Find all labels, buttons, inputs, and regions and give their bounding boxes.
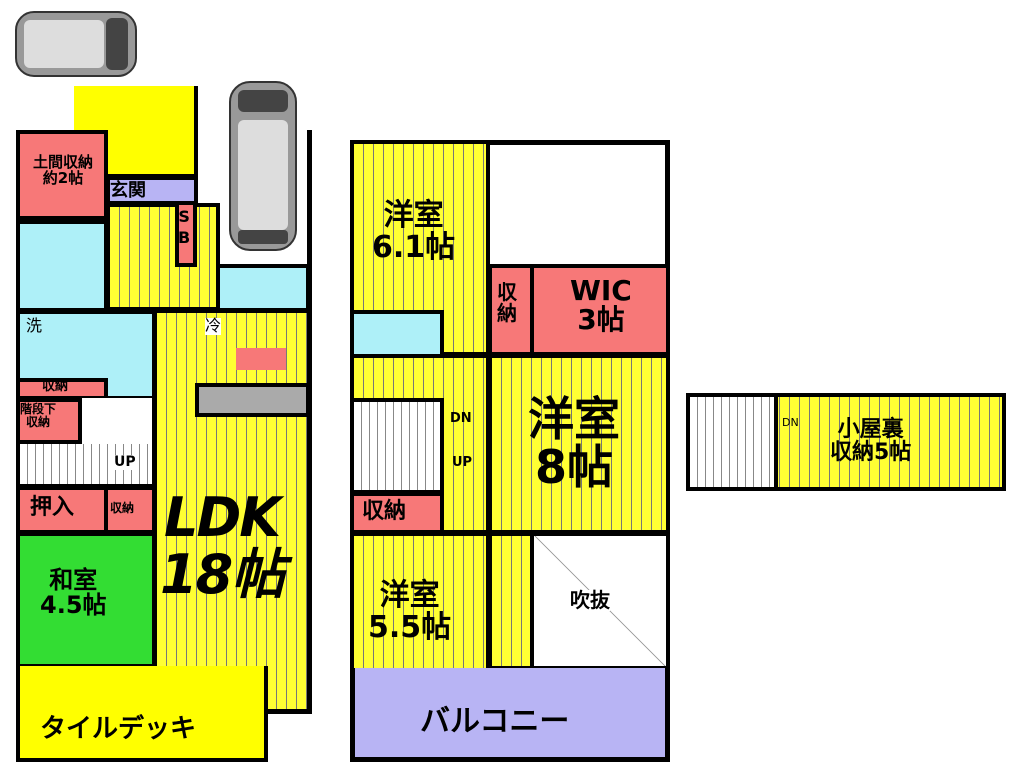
shoe-box xyxy=(175,201,197,267)
storage-2f-label: 収納 xyxy=(362,499,407,524)
under-stairs-storage xyxy=(16,398,82,444)
ldk-label: LDK 18帖 xyxy=(160,486,285,606)
western-room-2-label: 洋室 8帖 xyxy=(528,392,620,495)
washroom-label: 洗 xyxy=(26,316,43,335)
western-room-1-label: 洋室 6.1帖 xyxy=(372,198,456,265)
balcony-label: バルコニー xyxy=(420,704,570,739)
oshiire-label: 押入 xyxy=(30,495,75,520)
storage-wic-side-label: 収 納 xyxy=(497,280,517,325)
western-room-3-label: 洋室 5.5帖 xyxy=(368,578,452,645)
stairs-up-label-2f: UP xyxy=(452,455,473,470)
washitsu-label: 和室 4.5帖 xyxy=(40,566,107,620)
tile-deck xyxy=(16,666,268,762)
stairs-2f xyxy=(350,398,444,494)
doma-storage-label: 土間収納 約2帖 xyxy=(32,153,93,187)
stairs-dn-label: DN xyxy=(450,411,472,426)
stairs-up-label: UP xyxy=(112,454,138,470)
storage-wash-label: 収納 xyxy=(42,379,69,394)
toilet xyxy=(216,264,310,312)
entrance-label: 玄関 xyxy=(110,180,146,201)
attic-dn-label: DN xyxy=(782,416,799,429)
bathroom xyxy=(16,220,108,312)
attic-stairs xyxy=(690,397,778,487)
hallway xyxy=(106,203,220,311)
storage-small-label: 収納 xyxy=(110,501,135,515)
car-icon xyxy=(15,11,137,77)
oshiire xyxy=(16,486,108,534)
fukinuke-label: 吹抜 xyxy=(570,588,610,612)
stairs-landing xyxy=(80,398,156,444)
doma-storage xyxy=(16,130,108,220)
tile-deck-label: タイルデッキ xyxy=(40,714,197,744)
fridge-label: 冷 xyxy=(205,316,222,335)
balcony xyxy=(350,668,670,762)
wic-label: WIC 3帖 xyxy=(570,274,632,337)
toilet-2f xyxy=(350,310,444,358)
attic-label: 小屋裏 収納5帖 xyxy=(830,417,912,466)
car-icon xyxy=(229,81,297,251)
under-stairs-label: 階段下 収納 xyxy=(20,402,57,429)
shoe-box-label: S B xyxy=(178,207,191,247)
closet-strip xyxy=(488,532,534,670)
range-hood xyxy=(236,348,286,370)
kitchen-counter xyxy=(195,383,310,417)
fukinuke xyxy=(530,532,670,670)
